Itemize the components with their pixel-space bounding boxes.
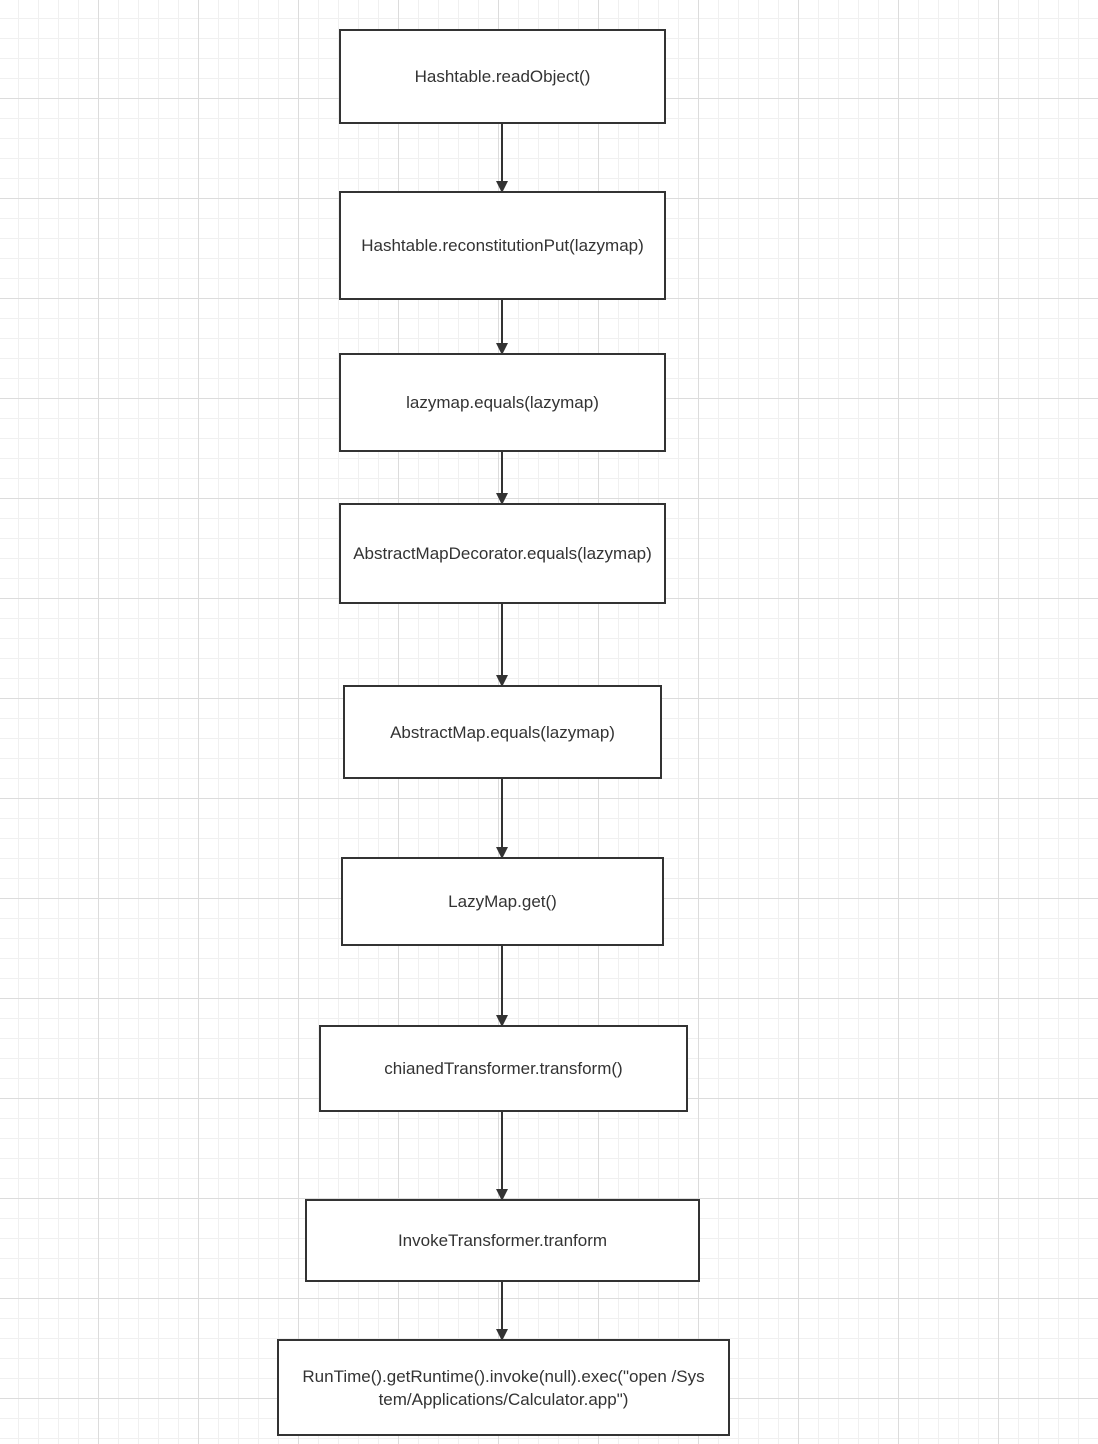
node-runtime-exec[interactable]: RunTime().getRuntime().invoke(null).exec… bbox=[277, 1339, 730, 1436]
node-lazymap-equals[interactable]: lazymap.equals(lazymap) bbox=[339, 353, 666, 452]
node-invoketransformer-transform[interactable]: InvokeTransformer.tranform bbox=[305, 1199, 700, 1282]
node-chainedtransformer-transform[interactable]: chianedTransformer.transform() bbox=[319, 1025, 688, 1112]
node-label: Hashtable.readObject() bbox=[414, 67, 591, 86]
node-label: lazymap.equals(lazymap) bbox=[406, 393, 599, 412]
node-hashtable-readobject[interactable]: Hashtable.readObject() bbox=[339, 29, 666, 124]
node-label: LazyMap.get() bbox=[448, 892, 557, 911]
node-abstractmap-equals[interactable]: AbstractMap.equals(lazymap) bbox=[343, 685, 662, 779]
node-lazymap-get[interactable]: LazyMap.get() bbox=[341, 857, 664, 946]
node-label: chianedTransformer.transform() bbox=[384, 1059, 623, 1078]
node-label: Hashtable.reconstitutionPut(lazymap) bbox=[361, 236, 644, 255]
node-hashtable-reconstitutionput[interactable]: Hashtable.reconstitutionPut(lazymap) bbox=[339, 191, 666, 300]
node-label: AbstractMap.equals(lazymap) bbox=[390, 722, 615, 742]
node-label: RunTime().getRuntime().invoke(null).exec… bbox=[302, 1366, 705, 1409]
node-abstractmapdecorator-equals[interactable]: AbstractMapDecorator.equals(lazymap) bbox=[339, 503, 666, 604]
node-label: AbstractMapDecorator.equals(lazymap) bbox=[353, 544, 652, 563]
node-label: InvokeTransformer.tranform bbox=[397, 1231, 608, 1250]
